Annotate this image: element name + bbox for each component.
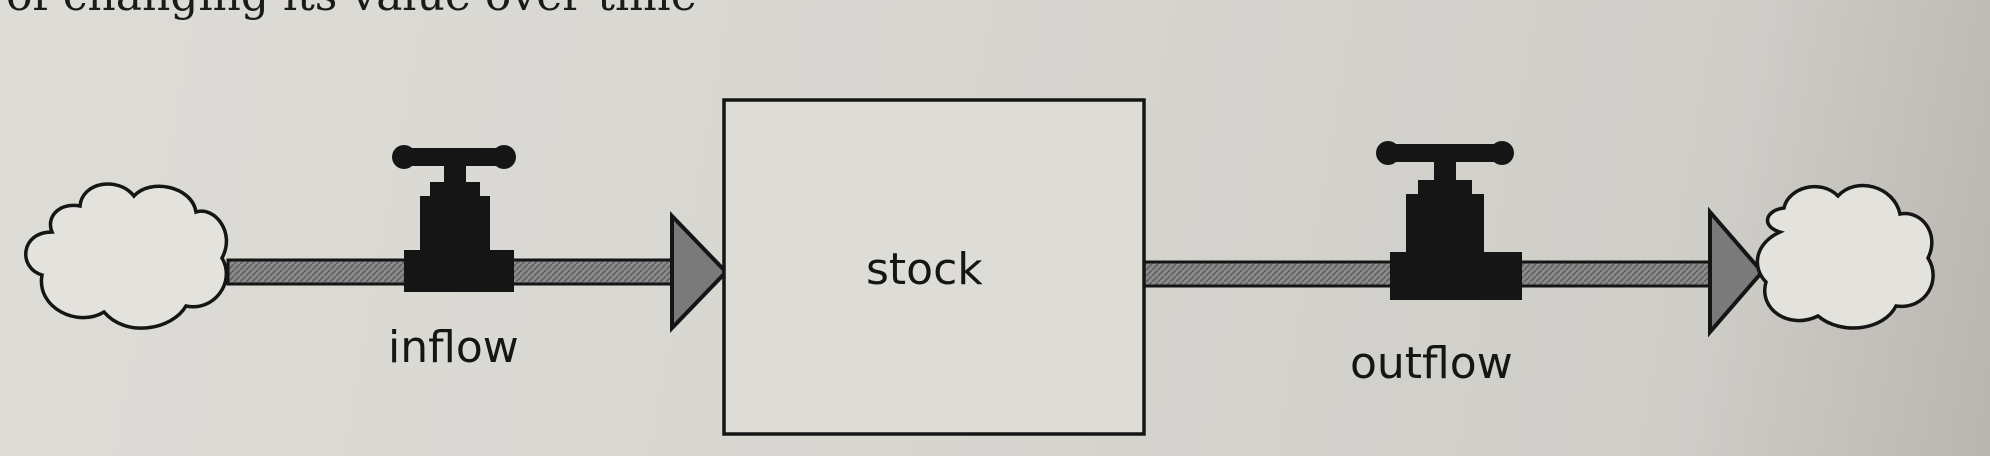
inflow-label: inflow: [388, 322, 519, 373]
outflow-valve-icon: [1376, 141, 1522, 300]
stock-box: [722, 98, 1146, 436]
outflow-label: outflow: [1350, 338, 1513, 389]
stock-label: stock: [866, 244, 983, 295]
inflow-valve-icon: [392, 145, 516, 292]
sink-cloud-icon: [1755, 183, 1935, 330]
source-cloud-icon: [24, 182, 229, 330]
outflow-arrow-head-icon: [1708, 206, 1765, 338]
inflow-arrow-head-icon: [670, 211, 729, 333]
header-text: of changing its value over time: [6, 0, 697, 21]
